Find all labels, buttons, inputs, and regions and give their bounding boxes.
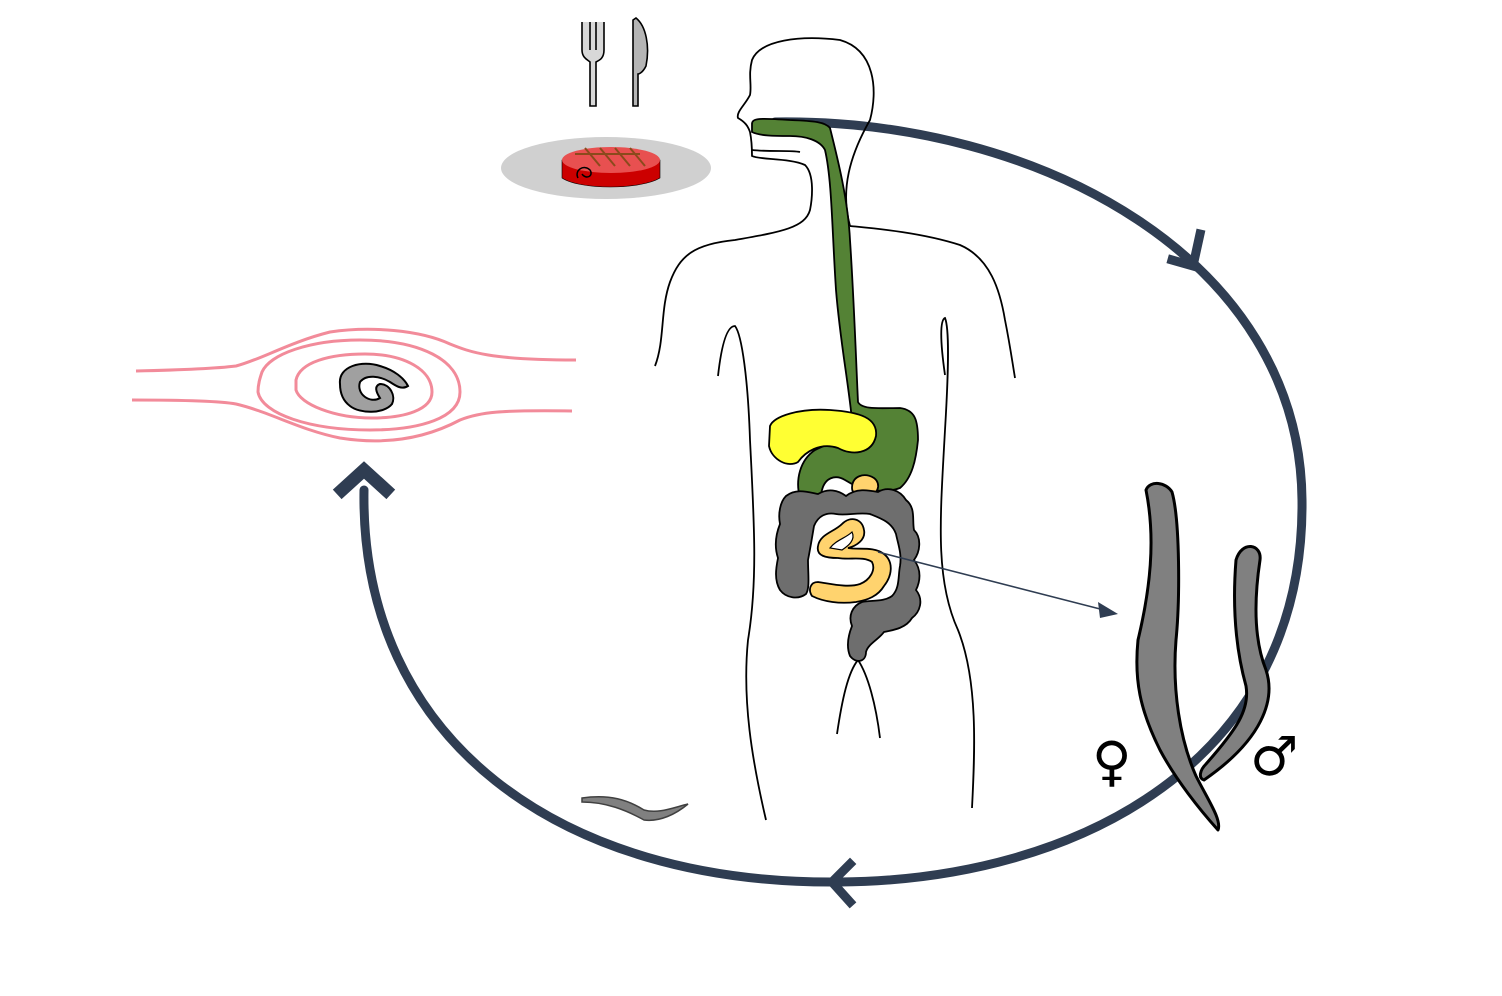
large-intestine xyxy=(774,488,922,662)
cycle-arrow-main xyxy=(359,117,1307,887)
pointer-arrow xyxy=(877,551,1118,618)
muscle-cyst xyxy=(131,327,577,443)
grill-marks xyxy=(575,147,646,167)
meal xyxy=(501,17,711,199)
cyst-inner xyxy=(294,352,434,420)
female-symbol: ♀ xyxy=(1092,730,1132,793)
knife-icon xyxy=(632,17,649,107)
small-intestine xyxy=(809,518,892,604)
muscle-fiber-top xyxy=(135,327,577,373)
newborn-larva xyxy=(581,795,689,822)
liver xyxy=(768,408,877,465)
arrowhead-left xyxy=(332,461,396,500)
encysted-larva xyxy=(338,362,410,413)
head-outline xyxy=(654,37,875,367)
right-shoulder-outline xyxy=(849,225,1016,379)
right-torso-outline xyxy=(939,316,976,809)
fork-icon xyxy=(581,22,605,107)
digestive-system xyxy=(751,117,922,662)
esophagus-stomach xyxy=(751,117,919,503)
male-worm xyxy=(1198,545,1271,782)
cyst-outer xyxy=(256,338,462,432)
adult-worms xyxy=(1135,482,1271,832)
intestine-lumen xyxy=(828,530,854,551)
female-worm xyxy=(1135,482,1221,832)
male-symbol: ♂ xyxy=(1250,725,1298,788)
muscle-fiber-bottom xyxy=(131,398,573,443)
throat-outline xyxy=(751,149,801,153)
crotch-outline xyxy=(836,658,881,739)
steak-larva xyxy=(576,166,592,179)
cycle-arrows xyxy=(332,117,1307,909)
arrowhead-bottom xyxy=(825,857,857,909)
left-torso-outline xyxy=(717,325,767,821)
arrowhead-right xyxy=(1166,228,1206,272)
